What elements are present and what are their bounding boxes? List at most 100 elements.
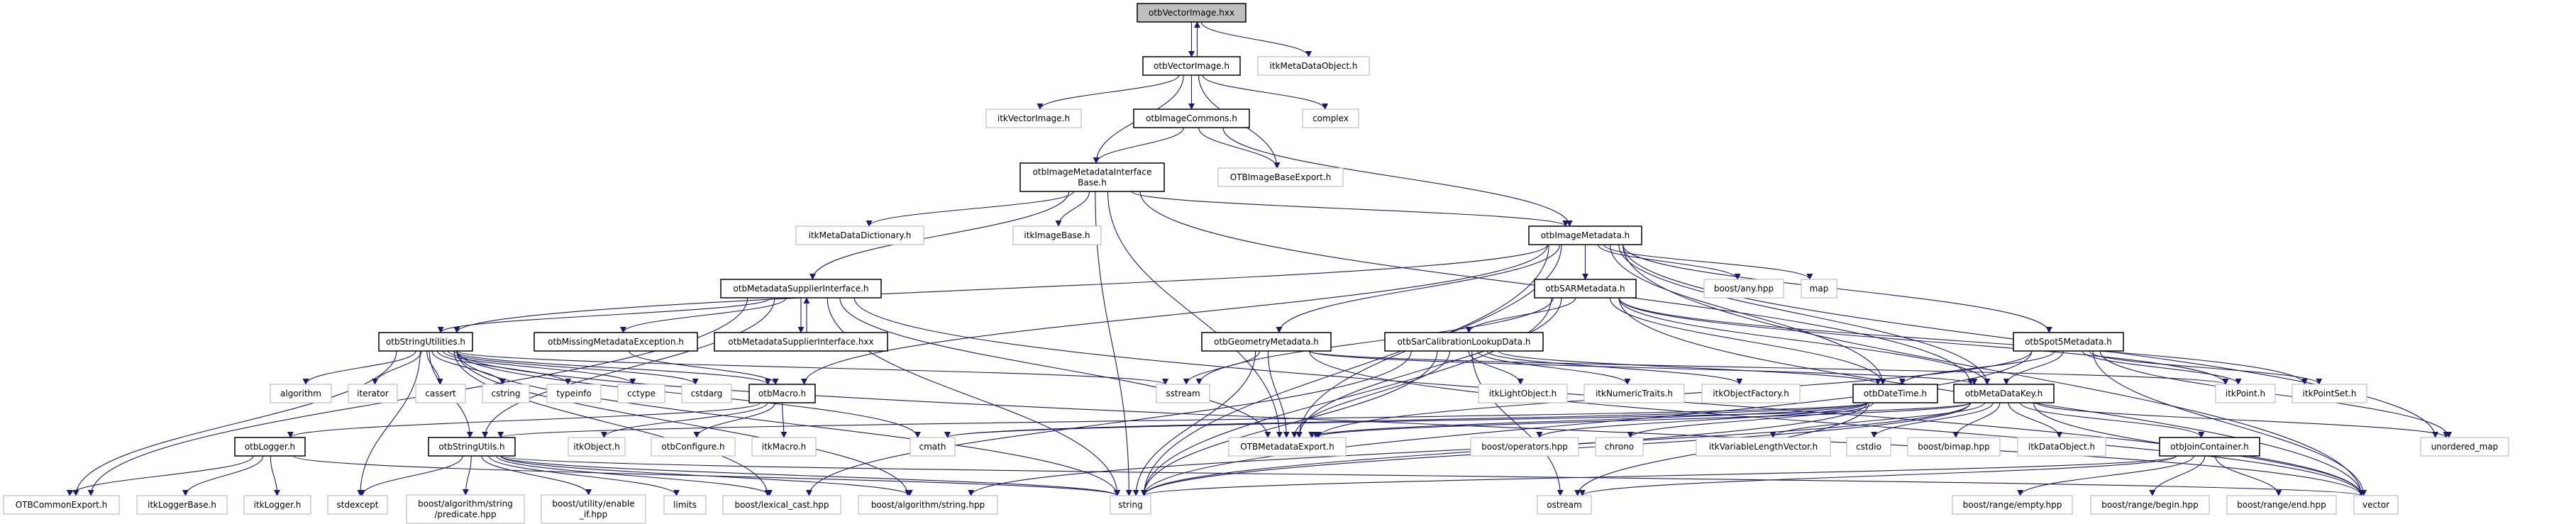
node-map: map [1801, 279, 1837, 299]
node-label: boost/range/empty.hpp [1963, 500, 2062, 510]
node-label: boost/lexical_cast.hpp [734, 500, 829, 510]
edge-spot5-to-string [1141, 350, 2033, 496]
node-itkmacro: itkMacro.h [751, 437, 817, 457]
edge-spot5-to-vector [2092, 350, 2367, 496]
node-sarcal[interactable]: otbSarCalibrationLookupData.h [1384, 332, 1544, 352]
node-box [541, 494, 646, 524]
node-label: otbMetaDataKey.h [1965, 389, 2043, 398]
edge-strutils-to-limits [488, 455, 680, 496]
node-box [378, 332, 473, 352]
edge-commons-to-ibexport [1198, 127, 1281, 169]
node-bimap: boost/bimap.hpp [1907, 437, 2001, 457]
node-strutil[interactable]: otbStringUtilities.h [378, 332, 473, 352]
node-box [1953, 384, 2055, 403]
node-string: string [1110, 495, 1151, 515]
edge-strutils-to-algstring [500, 455, 913, 496]
node-imgbase: itkImageBase.h [1012, 225, 1102, 245]
edge-spot5-to-pointset [2089, 350, 2323, 385]
edge-macro-to-logger [287, 402, 761, 438]
node-box [1133, 108, 1250, 128]
edge-strutils-to-string [500, 455, 1120, 496]
edge-msi-to-string [827, 297, 1121, 496]
node-label: cctype [627, 389, 656, 398]
node-mdkey[interactable]: otbMetaDataKey.h [1953, 384, 2055, 403]
edge-imd-to-map [1603, 244, 1813, 280]
node-label: itkVariableLengthVector.h [1709, 442, 1818, 452]
node-box [1137, 3, 1246, 23]
node-box [720, 279, 882, 299]
edge-geom-to-mdkey [1309, 350, 1978, 385]
node-sar[interactable]: otbSARMetadata.h [1534, 279, 1637, 299]
edge-spot5-to-mdkey [2003, 350, 2064, 385]
node-box [748, 384, 816, 403]
edge-sar-to-point [1618, 297, 2229, 385]
node-box [234, 437, 306, 457]
node-label: itkNumericTraits.h [1596, 389, 1673, 398]
node-spot5[interactable]: otbSpot5Metadata.h [2013, 332, 2124, 352]
node-vector: vector [2353, 495, 2399, 515]
node-label: cassert [425, 389, 456, 398]
node-strutils[interactable]: otbStringUtils.h [428, 437, 516, 457]
edge-strutil-to-string [456, 350, 1120, 496]
edge-vimg-to-itkvimg [1037, 74, 1180, 110]
edge-logger-to-itklogger [270, 455, 281, 496]
node-datetime[interactable]: otbDateTime.h [1852, 384, 1938, 403]
edge-vimg-to-complex [1202, 74, 1329, 110]
node-box [1217, 167, 1344, 187]
edge-strutil-to-cctype [442, 350, 636, 385]
node-label: otbSpot5Metadata.h [2025, 337, 2112, 347]
edge-geom-to-mdexport [1267, 350, 1290, 438]
edge-imd-to-geom [1276, 244, 1561, 333]
node-box [985, 108, 1082, 128]
edge-strutil-to-lexcast [453, 350, 771, 496]
node-box [1528, 225, 1642, 245]
node-itkmdo: itkMetaDataObject.h [1257, 56, 1370, 76]
node-label: cstdio [1856, 442, 1881, 452]
node-box [722, 495, 841, 515]
node-label: otbVectorImage.hxx [1149, 8, 1234, 18]
node-label: OTBImageBaseExport.h [1230, 172, 1332, 182]
edge-commons-to-imd [1222, 127, 1573, 227]
edge-imib-to-msi [809, 191, 1070, 280]
node-missing[interactable]: otbMissingMetadataException.h [534, 332, 698, 352]
node-label: otbMacro.h [758, 389, 806, 398]
node-label: otbStringUtilities.h [386, 337, 465, 347]
node-label: Base.h [1078, 178, 1107, 188]
node-vimg[interactable]: otbVectorImage.h [1142, 56, 1241, 76]
edges-layer [66, 21, 2453, 496]
node-box [858, 495, 998, 515]
node-join[interactable]: otbJoinContainer.h [2159, 437, 2260, 457]
node-macro[interactable]: otbMacro.h [748, 384, 816, 403]
node-label: itkPoint.h [2226, 389, 2265, 398]
node-numtraits: itkNumericTraits.h [1583, 384, 1685, 403]
node-box [1201, 332, 1332, 352]
node-msihxx[interactable]: otbMetadataSupplierInterface.hxx [714, 332, 888, 352]
node-itkvimg: itkVectorImage.h [985, 108, 1082, 128]
edge-imd-to-string [1141, 244, 1549, 496]
node-box [1537, 495, 1592, 515]
node-label: OTBMetadataExport.h [1240, 442, 1334, 452]
node-hxx[interactable]: otbVectorImage.hxx [1137, 3, 1246, 23]
node-box [1696, 437, 1831, 457]
edge-imd-to-strutil [453, 244, 1549, 333]
node-commons[interactable]: otbImageCommons.h [1133, 108, 1250, 128]
node-label: boost/bimap.hpp [1918, 442, 1990, 452]
edge-strutils-to-vector [500, 455, 2364, 496]
edge-sarcal-to-numtraits [1477, 350, 1631, 385]
edge-join-to-string [1141, 455, 2177, 496]
node-label: otbGeometryMetadata.h [1214, 337, 1319, 347]
edge-mdkey-to-dataobj [2008, 402, 2063, 438]
edge-msi-to-strutil [437, 297, 772, 333]
node-geom[interactable]: otbGeometryMetadata.h [1201, 332, 1332, 352]
node-cstdio: cstdio [1846, 437, 1891, 457]
node-umap: unordered_map [2420, 437, 2509, 457]
node-logger[interactable]: otbLogger.h [234, 437, 306, 457]
node-imd[interactable]: otbImageMetadata.h [1528, 225, 1642, 245]
node-ibexport: OTBImageBaseExport.h [1217, 167, 1344, 187]
node-box [2159, 437, 2260, 457]
node-label: limits [673, 500, 697, 510]
node-msi[interactable]: otbMetadataSupplierInterface.h [720, 279, 882, 299]
node-cstdarg: cstdarg [681, 384, 732, 403]
node-box [617, 384, 665, 403]
